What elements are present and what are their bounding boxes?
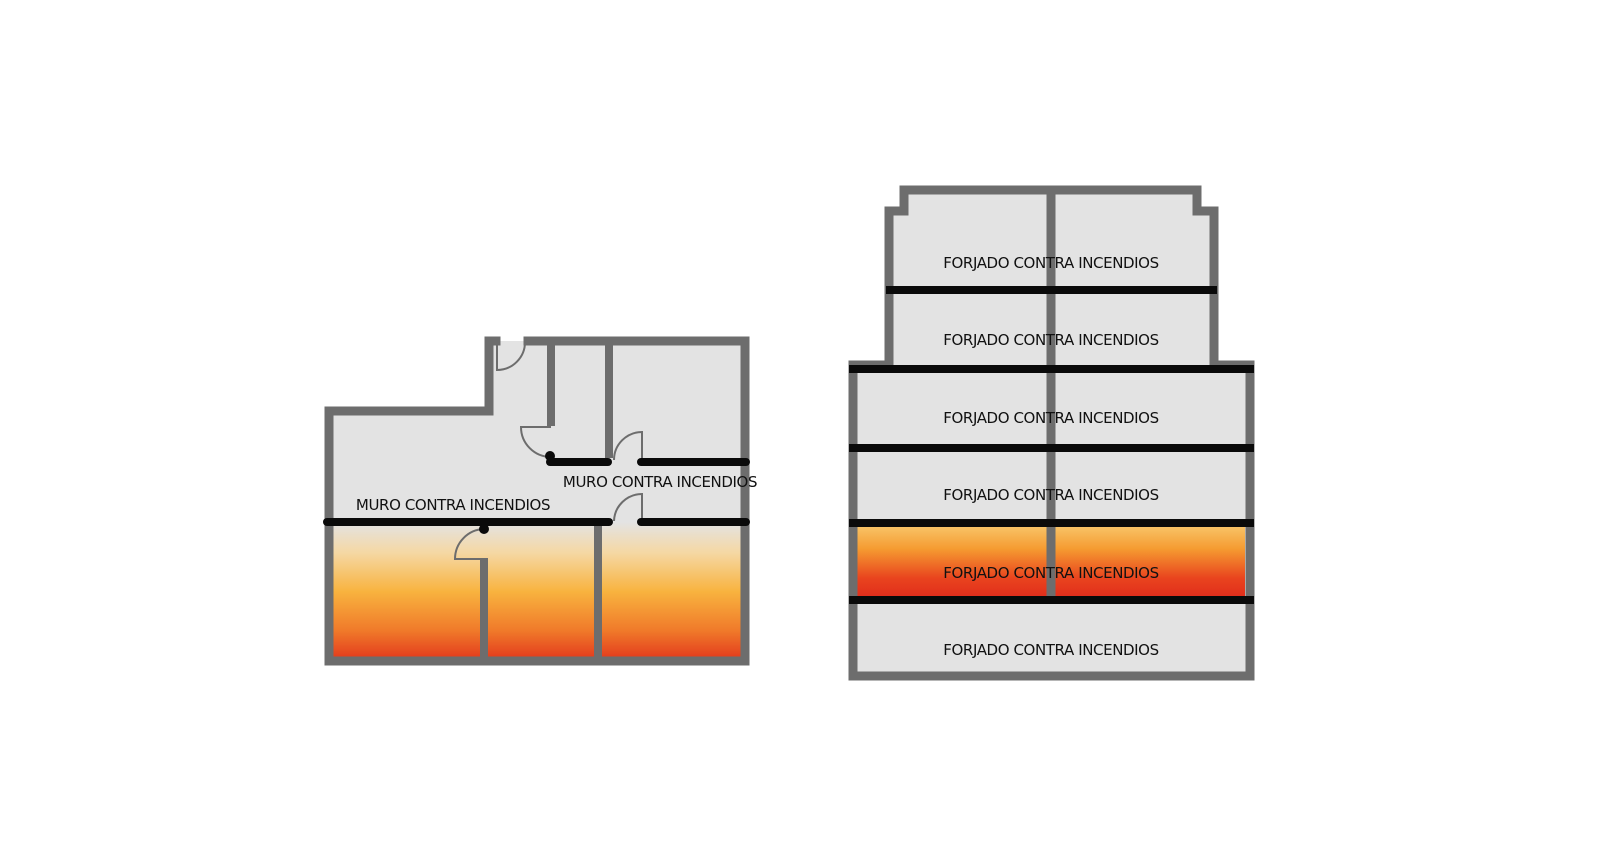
door-lower-right bbox=[613, 492, 643, 522]
fire-wall-label-upper: MURO CONTRA INCENDIOS bbox=[563, 473, 757, 491]
fire-zone-room-1 bbox=[329, 522, 485, 661]
floor-label-3: FORJADO CONTRA INCENDIOS bbox=[943, 409, 1158, 427]
door-lower-middle bbox=[453, 528, 485, 560]
door-entrance bbox=[496, 341, 526, 372]
door-upper-right bbox=[613, 430, 643, 461]
section-floor-labels: FORJADO CONTRA INCENDIOS FORJADO CONTRA … bbox=[943, 254, 1159, 659]
building-section: FORJADO CONTRA INCENDIOS FORJADO CONTRA … bbox=[848, 185, 1255, 681]
fire-zone-room-3 bbox=[598, 522, 745, 661]
floor-label-1: FORJADO CONTRA INCENDIOS bbox=[943, 254, 1158, 272]
floor-label-6: FORJADO CONTRA INCENDIOS bbox=[943, 641, 1158, 659]
plan-doors bbox=[453, 341, 643, 560]
plan-exterior-walls bbox=[324, 336, 750, 666]
plan-fire-walls bbox=[323, 458, 750, 526]
plan-interior-walls bbox=[480, 344, 613, 657]
door-hinge-dot-lower bbox=[479, 524, 489, 534]
floor-label-2: FORJADO CONTRA INCENDIOS bbox=[943, 331, 1158, 349]
floor-label-4: FORJADO CONTRA INCENDIOS bbox=[943, 486, 1158, 504]
fire-zone-room-2 bbox=[485, 522, 598, 661]
floor-label-5: FORJADO CONTRA INCENDIOS bbox=[943, 564, 1158, 582]
door-hinge-dot-upper bbox=[545, 451, 555, 461]
floor-plan: MURO CONTRA INCENDIOS MURO CONTRA INCEND… bbox=[323, 336, 757, 666]
fire-wall-label-lower: MURO CONTRA INCENDIOS bbox=[356, 496, 550, 514]
section-fire-slabs bbox=[849, 286, 1254, 604]
